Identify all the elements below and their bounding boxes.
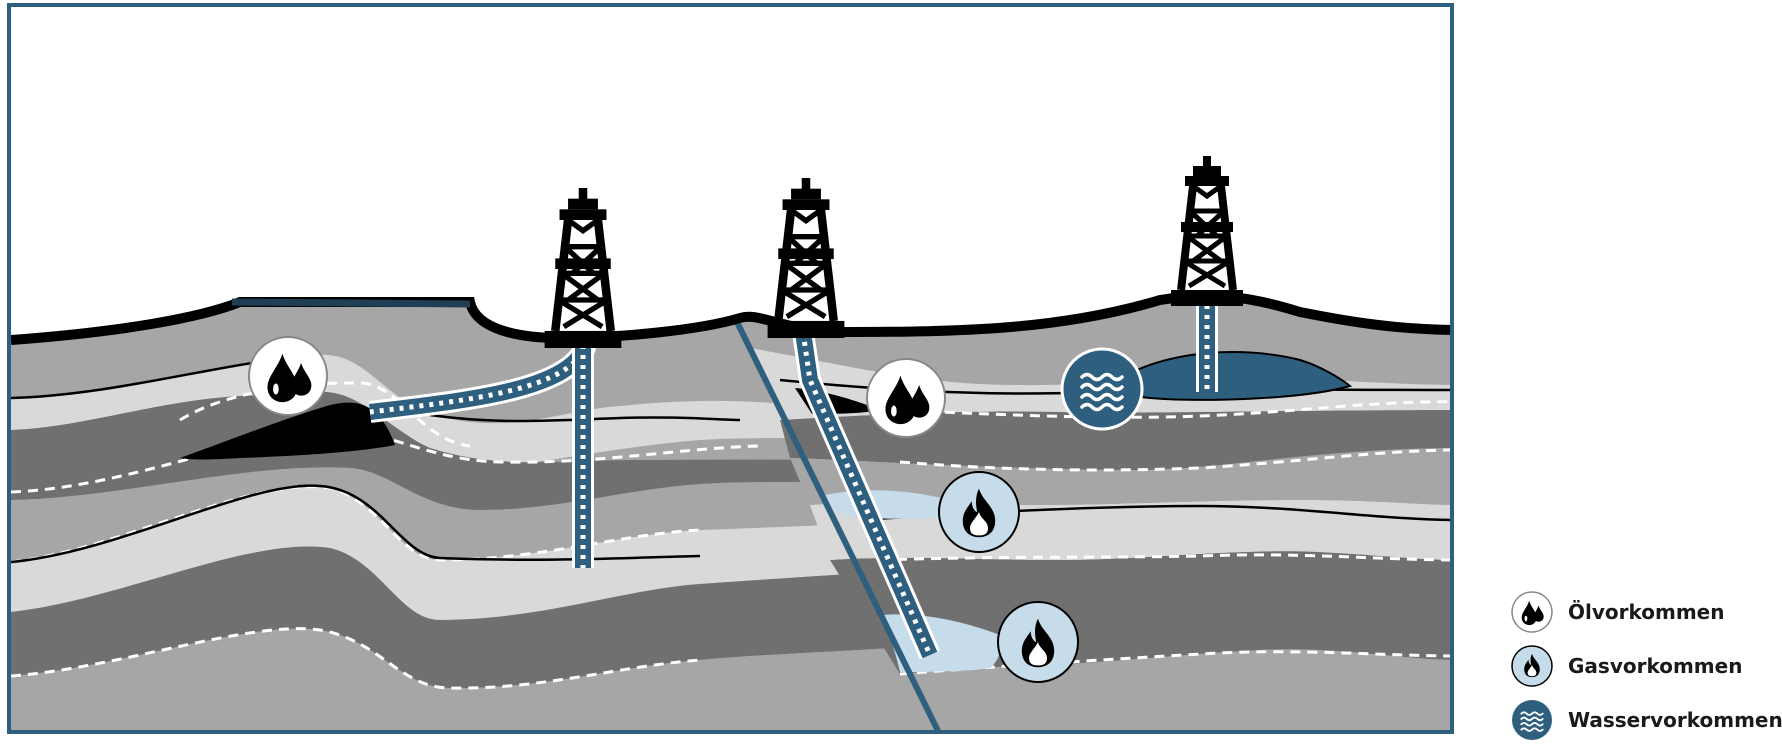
diagram-frame xyxy=(7,3,1454,734)
legend-item-oil: Ölvorkommen xyxy=(1510,585,1782,639)
drill-pipes xyxy=(368,305,1218,660)
legend-label-oil: Ölvorkommen xyxy=(1568,600,1725,624)
gas-marker xyxy=(938,471,1020,553)
oil-trap-left xyxy=(180,402,395,460)
strata-right-dark-1 xyxy=(780,410,1452,470)
legend-item-gas: Gasvorkommen xyxy=(1510,639,1782,693)
dashed-horizons xyxy=(11,381,1452,690)
oil-marker xyxy=(248,336,328,416)
water-marker xyxy=(1060,347,1144,431)
oil-drops-icon xyxy=(1511,591,1553,633)
fault-line xyxy=(732,316,942,731)
legend: Ölvorkommen Gasvorkommen Wasservorkommen xyxy=(1510,585,1782,747)
oil-marker xyxy=(866,358,946,438)
legend-label-water: Wasservorkommen xyxy=(1568,708,1782,732)
legend-item-water: Wasservorkommen xyxy=(1510,693,1782,747)
water-waves-icon xyxy=(1512,700,1552,740)
flame-icon xyxy=(1511,645,1553,687)
surface-water-segment xyxy=(231,298,471,308)
gas-marker xyxy=(997,601,1079,683)
legend-label-gas: Gasvorkommen xyxy=(1568,654,1743,678)
